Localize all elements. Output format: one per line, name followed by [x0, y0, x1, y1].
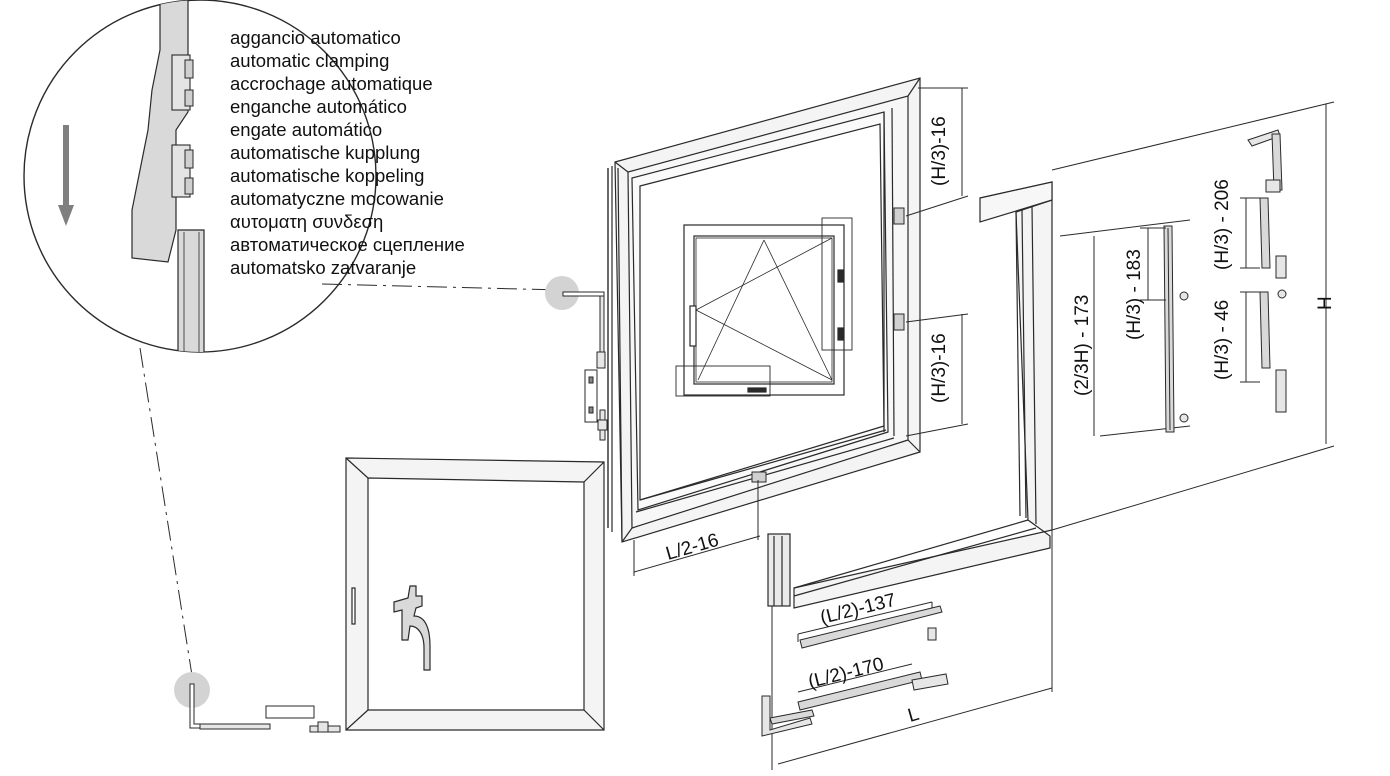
label-italian: aggancio automatico	[230, 27, 401, 48]
label-russian: автоматическое сцепление	[230, 234, 465, 255]
clamping-label-list: aggancio automatico automatic clamping a…	[230, 27, 465, 278]
down-arrow-icon	[58, 125, 74, 226]
leader-lines	[139, 283, 561, 689]
dim-h3-minus-46: (H/3) - 46	[1212, 300, 1233, 380]
label-german: automatische kupplung	[230, 142, 420, 163]
handle-icon	[393, 585, 431, 671]
detail-magnifier	[23, 0, 377, 353]
corner-drive-horizontal	[189, 683, 341, 733]
label-spanish: enganche automático	[230, 96, 407, 117]
dim-two-thirds-h-minus-173: (2/3H) - 173	[1072, 295, 1093, 396]
bottom-hardware	[761, 601, 949, 737]
label-dutch: automatische koppeling	[230, 165, 424, 186]
detail-profile	[131, 0, 205, 352]
vertical-hardware-short	[1240, 129, 1287, 413]
label-polish: automatyczne mocowanie	[230, 188, 444, 209]
outer-frame	[767, 181, 1053, 609]
label-french: accrochage automatique	[230, 73, 433, 94]
front-sash	[345, 457, 605, 731]
dim-l: L	[906, 704, 922, 727]
main-dimensions	[771, 101, 1335, 770]
dim-l2-minus-16: L/2-16	[664, 530, 722, 565]
corner-drive-vertical	[562, 291, 608, 441]
window-icon	[675, 217, 853, 397]
dim-h3-minus-183: (H/3) - 183	[1124, 249, 1145, 340]
label-croatian: automatsko zatvaranje	[230, 257, 416, 278]
sash-dimensions	[633, 87, 969, 576]
dim-h3-minus-16-top: (H/3)-16	[929, 116, 950, 186]
keeper-parts	[751, 207, 905, 483]
dim-h3-minus-206: (H/3) - 206	[1212, 179, 1233, 270]
label-portuguese: engate automático	[230, 119, 382, 140]
label-greek: αυτοματη συνδεση	[230, 211, 383, 232]
dim-h: H	[1315, 296, 1336, 310]
dim-h3-minus-16-bottom: (H/3)-16	[929, 333, 950, 403]
vertical-hardware-long	[1140, 225, 1189, 433]
highlight-circle-top	[545, 276, 579, 310]
label-english: automatic clamping	[230, 50, 389, 71]
